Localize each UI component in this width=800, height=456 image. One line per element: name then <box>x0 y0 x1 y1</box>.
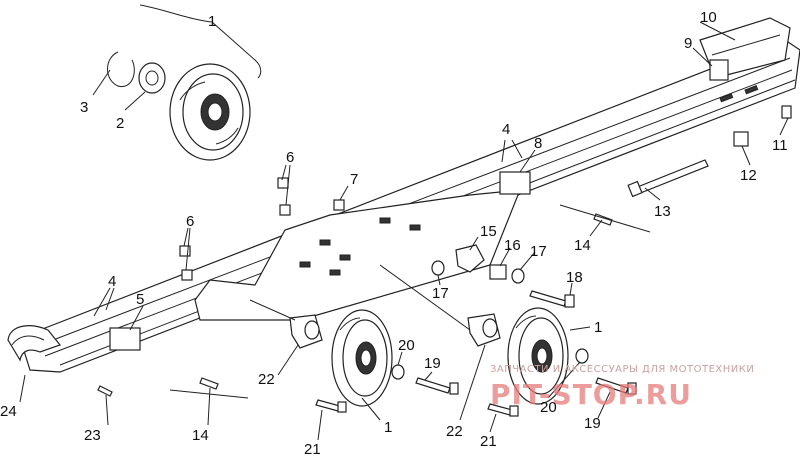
nut-6a <box>277 177 289 189</box>
callout-11: 11 <box>772 137 788 154</box>
callout-16: 16 <box>504 237 521 254</box>
pivot-9 <box>709 59 729 81</box>
watermark-line1: ЗАПЧАСТИ И АКСЕССУАРЫ ДЛЯ МОТОТЕХНИКИ <box>490 364 754 375</box>
callout-5: 5 <box>136 291 144 308</box>
callout-19-left: 19 <box>424 355 441 372</box>
wheel-bracket-left <box>289 314 323 349</box>
callout-2: 2 <box>116 115 124 132</box>
idler-wheel-right <box>507 307 569 405</box>
callout-24: 24 <box>0 403 17 420</box>
callout-22-left: 22 <box>258 371 275 388</box>
callout-13: 13 <box>654 203 671 220</box>
callout-21-left: 21 <box>304 441 321 456</box>
clip-5 <box>109 327 141 351</box>
callout-20-right: 20 <box>540 399 557 416</box>
nut-12 <box>733 131 749 147</box>
clip-8 <box>499 171 531 195</box>
callout-23: 23 <box>84 427 101 444</box>
callout-6-top: 6 <box>286 149 294 166</box>
nut-7 <box>333 199 345 211</box>
bolt-11 <box>781 105 792 119</box>
callout-14-left: 14 <box>192 427 209 444</box>
leader-lines <box>19 4 789 441</box>
rail-front-curl <box>7 325 61 362</box>
bolt-21-right <box>487 403 519 417</box>
callout-8: 8 <box>534 135 542 152</box>
callout-1-right: 1 <box>594 319 602 336</box>
slide-rail <box>7 17 800 373</box>
watermark-line2: PIT-STOP.RU <box>490 378 692 411</box>
nut-6b <box>279 204 291 216</box>
callout-14-right: 14 <box>574 237 591 254</box>
callout-20-left: 20 <box>398 337 415 354</box>
callout-1-bottom: 1 <box>384 419 392 436</box>
bolt-18 <box>529 290 575 308</box>
callout-22-right: 22 <box>446 423 463 440</box>
top-idler-wheel <box>169 63 251 161</box>
bolt-19-left <box>415 377 459 395</box>
callout-17-right: 17 <box>530 243 547 260</box>
callout-labels: 1 10 9 3 2 4 8 11 6 7 12 13 6 14 15 16 1… <box>0 9 788 456</box>
mount-plate <box>194 189 521 321</box>
callout-18: 18 <box>566 269 583 286</box>
washer-20a <box>391 364 405 380</box>
callout-12: 12 <box>740 167 757 184</box>
pin-14b <box>199 377 219 390</box>
callout-4-top: 4 <box>502 121 510 138</box>
callout-4-left: 4 <box>108 273 116 290</box>
nut-6d <box>181 269 193 281</box>
spacer <box>489 264 507 280</box>
bolt-21-left <box>315 399 347 413</box>
screw-23 <box>97 385 113 397</box>
snap-ring <box>107 51 135 88</box>
wheel-bracket-right <box>467 313 501 347</box>
callout-1-top: 1 <box>208 13 216 30</box>
callout-21-right: 21 <box>480 433 497 450</box>
callout-6-left: 6 <box>186 213 194 230</box>
callout-10: 10 <box>700 9 717 26</box>
washer-17b <box>511 268 525 284</box>
callout-17-left: 17 <box>432 285 449 302</box>
axle-bolt <box>627 159 709 198</box>
washer-20b <box>575 348 589 364</box>
washer-17a <box>431 260 445 276</box>
bolt-19-right <box>595 377 637 395</box>
callout-15: 15 <box>480 223 497 240</box>
callout-7: 7 <box>350 171 358 188</box>
callout-9: 9 <box>684 35 692 52</box>
bearing <box>138 62 166 94</box>
idler-wheel-left <box>331 309 393 407</box>
callout-19-right: 19 <box>584 415 601 432</box>
callout-3: 3 <box>80 99 88 116</box>
nut-6c <box>179 245 191 257</box>
